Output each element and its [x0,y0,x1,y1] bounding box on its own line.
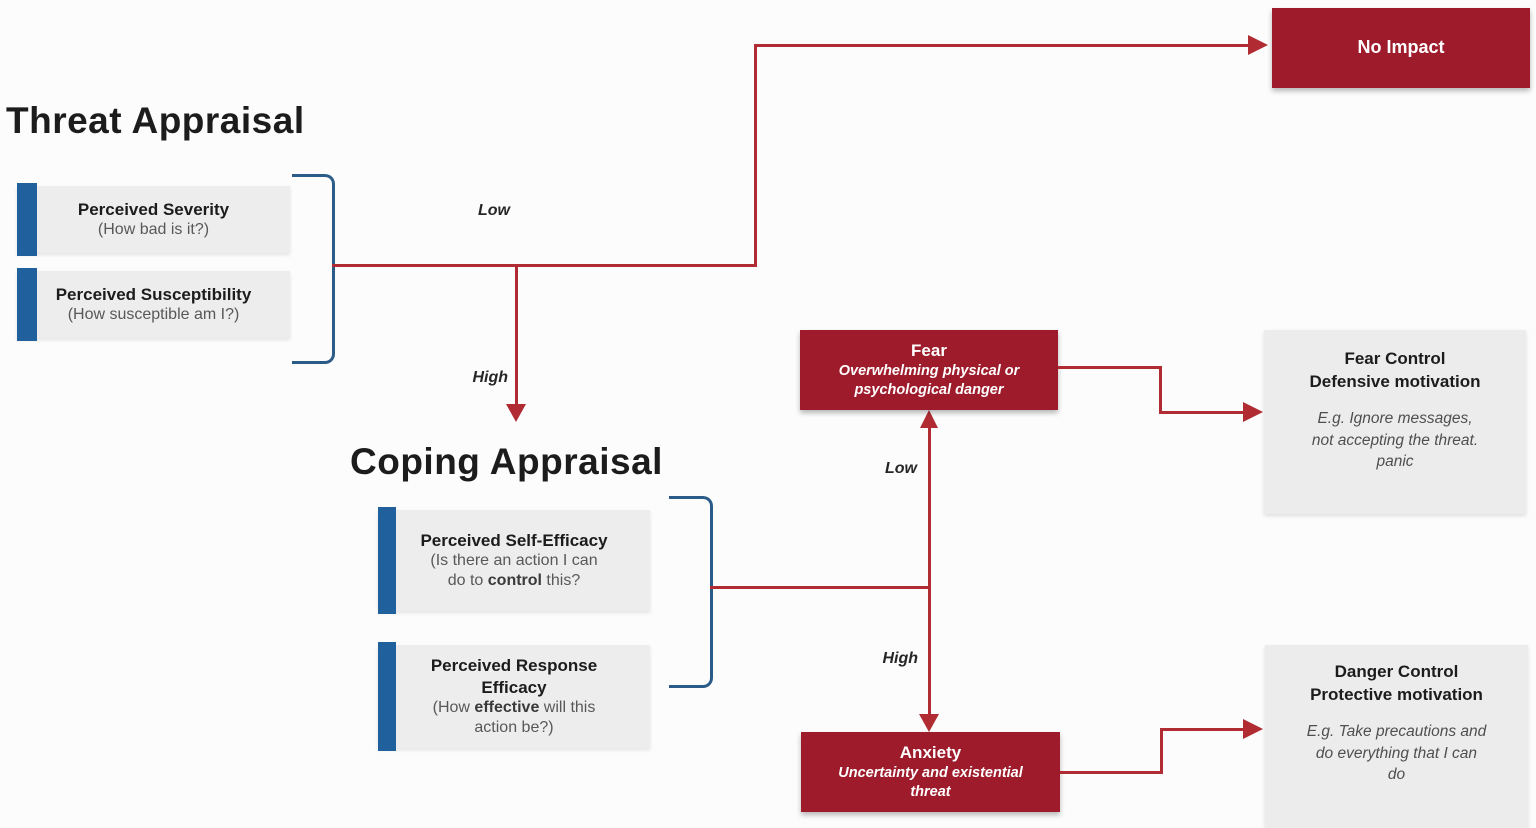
blue-accent-bar [17,183,37,256]
arrowhead-danger-control [1243,719,1263,739]
factor-title: Perceived Severity [77,199,230,219]
emotion-subtitle: Overwhelming physical or psychological d… [838,363,1020,399]
question-bold: control [487,572,542,590]
question-text: this? [541,572,581,590]
connector-high-vertical [515,264,518,408]
outcome-title: Fear Control Defensive motivation [1309,349,1481,391]
emotion-title: Anxiety [899,743,962,763]
perceived-self-efficacy-box: Perceived Self-Efficacy (Is there an act… [378,507,650,614]
connector-fear-anxiety-vertical [928,426,931,718]
blue-accent-bar [17,268,37,341]
connector-low-horizontal [754,44,1250,47]
arrowhead-coping [506,404,526,422]
question-text: (How bad is it?) [97,221,210,239]
factor-title: Perceived Self-Efficacy [420,530,608,550]
coping-high-label: High [882,650,918,667]
threat-low-label: Low [478,202,510,219]
arrowhead-no-impact [1248,35,1268,55]
connector-anxiety-out [1060,771,1163,774]
arrowhead-fear [920,410,938,428]
connector-coping-horizontal [710,586,930,589]
coping-bracket [669,496,713,688]
threat-bracket [292,174,335,364]
factor-question: (How effective will this action be?) [433,698,596,738]
blue-accent-bar [378,507,396,614]
outcome-title: Danger Control Protective motivation [1310,662,1483,704]
perceived-susceptibility-box: Perceived Susceptibility (How susceptibl… [17,268,290,341]
coping-low-label: Low [885,460,917,477]
factor-title: Perceived Response Efficacy [430,656,598,697]
coping-appraisal-heading: Coping Appraisal [350,441,663,482]
threat-appraisal-heading: Threat Appraisal [6,100,305,141]
factor-question: (How bad is it?) [98,220,209,240]
connector-fear-out [1058,366,1162,369]
connector-fear-in [1159,411,1245,414]
factor-question: (How susceptible am I?) [68,305,240,325]
factor-title: Perceived Susceptibility [55,284,252,304]
arrowhead-anxiety [919,714,939,732]
perceived-response-efficacy-box: Perceived Response Efficacy (How effecti… [378,642,650,751]
connector-anxiety-up [1160,728,1163,774]
no-impact-box: No Impact [1272,8,1530,88]
fear-box: Fear Overwhelming physical or psychologi… [800,330,1058,410]
outcome-example: E.g. Ignore messages, not accepting the … [1311,409,1479,471]
emotion-title: Fear [911,341,947,361]
question-bold: effective [474,698,540,716]
connector-fear-down [1159,366,1162,414]
emotion-subtitle: Uncertainty and existential threat [838,765,1023,801]
outcome-example: E.g. Take precautions and do everything … [1306,722,1487,784]
question-text: will this action be?) [474,698,596,736]
danger-control-box: Danger Control Protective motivation E.g… [1265,645,1528,828]
connector-low-vertical [754,45,757,267]
factor-question: (Is there an action I can do to control … [430,551,597,591]
question-text: (How [432,698,475,716]
perceived-severity-box: Perceived Severity (How bad is it?) [17,183,290,256]
threat-high-label: High [472,369,508,386]
connector-threat-horizontal [332,264,756,267]
blue-accent-bar [378,642,396,751]
outcome-title: No Impact [1357,37,1445,58]
anxiety-box: Anxiety Uncertainty and existential thre… [801,732,1060,812]
question-text: (Is there an action I can do to [430,552,598,590]
connector-anxiety-in [1160,728,1245,731]
fear-control-box: Fear Control Defensive motivation E.g. I… [1264,330,1526,514]
arrowhead-fear-control [1243,402,1263,422]
question-text: (How susceptible am I?) [67,306,240,324]
